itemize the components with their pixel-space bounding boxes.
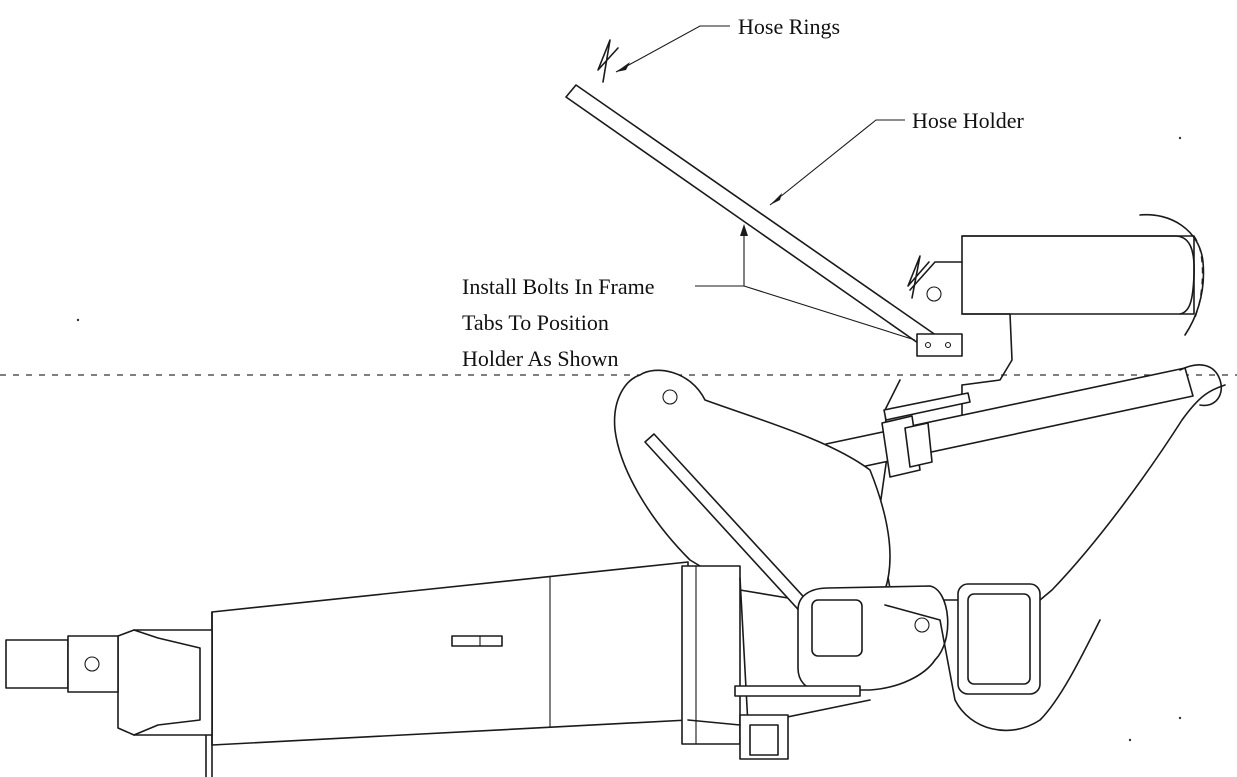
hose-ring-symbol-lower [907, 255, 930, 299]
speck [1128, 738, 1132, 742]
label-install-line-3: Holder As Shown [462, 346, 618, 371]
label-install-line-2: Tabs To Position [462, 310, 609, 335]
hose-holder-bar [565, 84, 963, 357]
leader-hose-holder [769, 119, 905, 206]
speck [76, 318, 80, 322]
label-install-line-1: Install Bolts In Frame [462, 274, 654, 299]
frame-base-outline [884, 604, 1101, 732]
leader-install-bolts [695, 224, 916, 341]
label-hose-holder: Hose Holder [912, 108, 1024, 133]
upper-frame-block [909, 213, 1205, 386]
speck [1178, 716, 1182, 720]
hose-ring-symbol-top [597, 39, 619, 83]
label-hose-rings: Hose Rings [738, 14, 840, 39]
pivot-block [797, 583, 1041, 695]
leader-hose-rings [615, 25, 730, 73]
main-beam [205, 561, 689, 777]
lower-mast [681, 565, 871, 760]
speck [1178, 136, 1182, 140]
beam-end-mount [5, 629, 213, 736]
hydraulic-cylinder [825, 364, 1222, 478]
